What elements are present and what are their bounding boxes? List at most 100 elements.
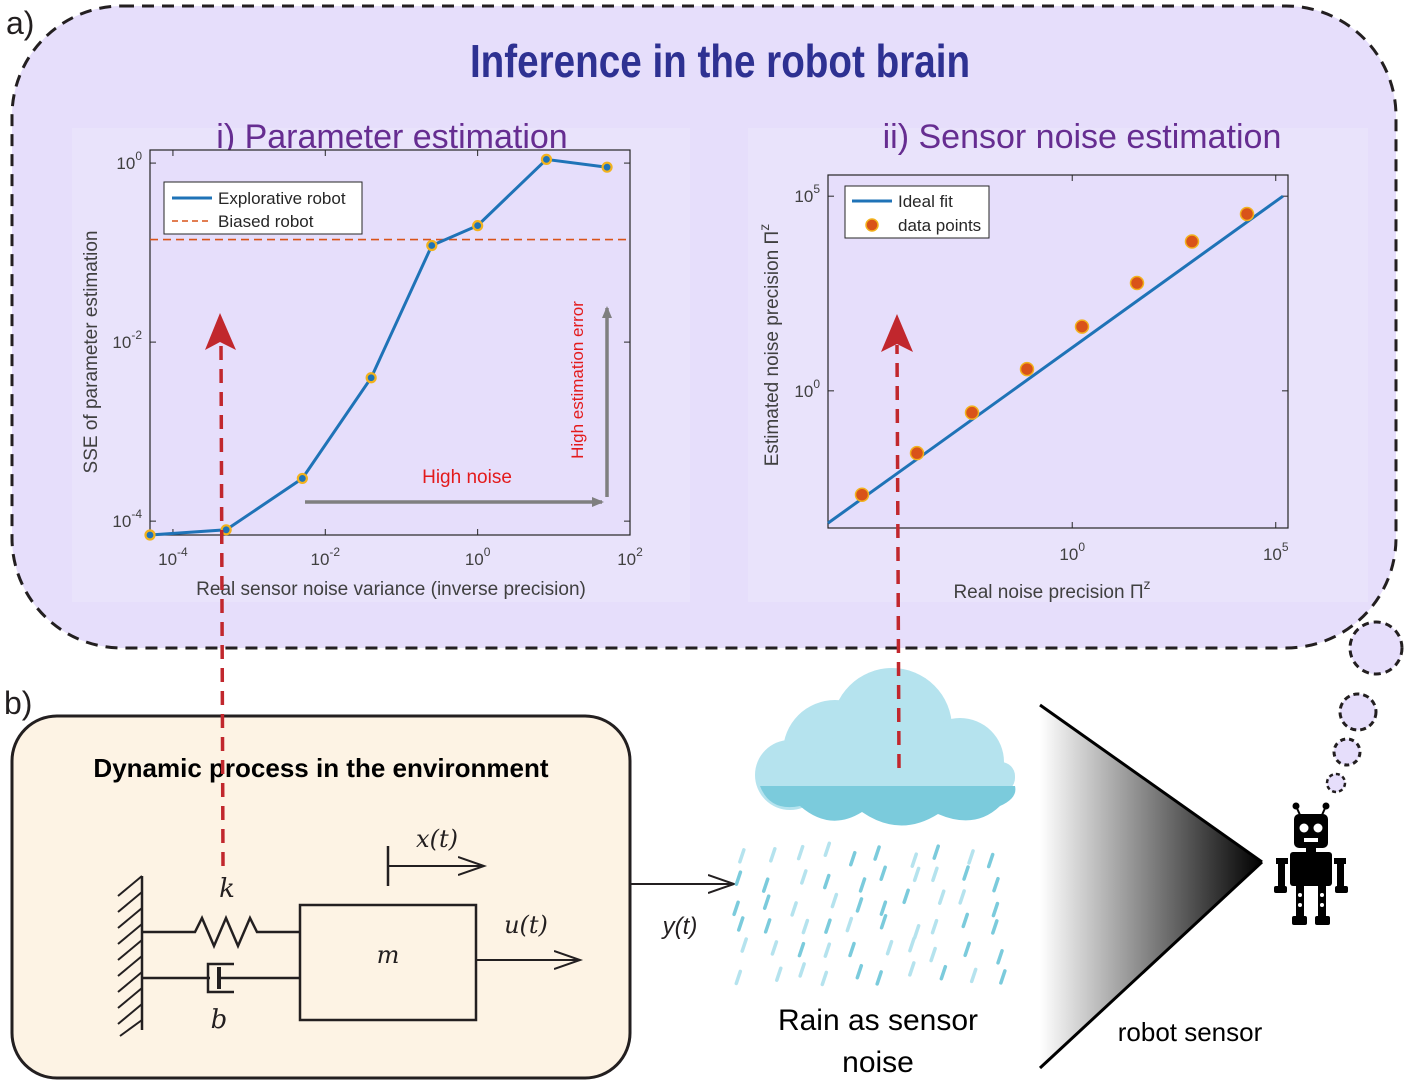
raindrop xyxy=(963,941,971,958)
raindrop xyxy=(734,870,743,886)
raindrop xyxy=(932,844,940,860)
wall-hatching xyxy=(117,875,143,1037)
chart1-legend-biased: Biased robot xyxy=(218,212,314,231)
spring xyxy=(142,914,300,950)
raindrop xyxy=(830,892,839,909)
chart1-legend-explorative: Explorative robot xyxy=(218,189,346,208)
chart2-data-point xyxy=(964,405,980,420)
chart2-data-point xyxy=(1239,206,1255,222)
chart2-y-tick-label: 100 xyxy=(794,377,820,401)
raindrop xyxy=(986,852,995,869)
raindrop xyxy=(797,941,806,958)
raindrop xyxy=(763,918,772,934)
raindrop xyxy=(996,949,1004,965)
damping-label: b xyxy=(211,1005,228,1035)
chart2-x-tick-label-exp: 0 xyxy=(1078,540,1085,554)
chart2-data-point xyxy=(909,445,925,461)
raindrop xyxy=(761,877,770,893)
chart2-series xyxy=(827,194,1284,525)
raindrop xyxy=(770,940,779,956)
raindrop xyxy=(737,916,745,932)
raindrop xyxy=(939,964,948,981)
chart2-x-tick-label: 100 xyxy=(1059,540,1085,564)
chart2-legend-swatch-points xyxy=(865,218,879,232)
chart1-data-point xyxy=(144,529,156,541)
raindrop xyxy=(823,841,832,858)
chart2-y-ticks: 100 105 xyxy=(794,182,1288,401)
chart1-high-noise-label: High noise xyxy=(422,467,512,488)
raindrop xyxy=(849,850,857,867)
chart2-data-point xyxy=(1074,319,1090,334)
raindrop xyxy=(962,865,970,881)
chart1-data-point xyxy=(365,372,377,384)
chart1-markers xyxy=(144,153,613,541)
chart1-legend: Explorative robot Biased robot xyxy=(163,181,363,235)
raindrop xyxy=(937,889,946,905)
raindrop xyxy=(845,916,854,933)
raindrop xyxy=(879,900,888,916)
raindrop xyxy=(740,937,748,953)
chart2-y-tick-label-exp: 5 xyxy=(813,182,820,196)
chart2-y-tick-label-base: 10 xyxy=(794,187,813,206)
thought-bubble-dot xyxy=(1325,772,1347,794)
chart1-y-tick-label: 10-4 xyxy=(112,507,142,531)
chart1-y-ticks: 10-4 10-2 100 xyxy=(112,149,630,531)
chart2-legend: Ideal fit data points xyxy=(844,185,990,239)
chart1-x-axis-label: Real sensor noise variance (inverse prec… xyxy=(196,579,586,600)
raindrop xyxy=(798,962,806,978)
chart1-x-tick-label: 10-4 xyxy=(158,545,188,569)
robot-icon xyxy=(1274,802,1348,925)
raindrop xyxy=(732,900,740,917)
sensor-label: robot sensor xyxy=(1118,1017,1263,1047)
main-title: Inference in the robot brain xyxy=(470,36,970,87)
chart1-y-tick-label-base: 10 xyxy=(116,154,135,173)
raindrop xyxy=(967,849,975,865)
spring-constant-label: k xyxy=(219,874,235,904)
raindrop xyxy=(912,924,921,940)
red-arrow-noise xyxy=(881,314,913,769)
raindrop xyxy=(885,939,894,956)
sensor-cone xyxy=(1040,705,1262,1068)
chart2-x-axis-label-text: Real noise precision Π xyxy=(953,582,1143,603)
chart2-ideal-fit-line xyxy=(827,194,1284,525)
chart2-data-point xyxy=(1019,361,1035,377)
raindrop xyxy=(796,844,805,861)
chart1-x-tick-label-base: 10 xyxy=(617,550,636,569)
raindrop xyxy=(929,946,937,963)
chart1-y-tick-label: 10-2 xyxy=(112,328,142,352)
rain-label-line1: Rain as sensor xyxy=(778,1004,978,1037)
chart2-data-point xyxy=(854,487,870,502)
chart1-x-tick-label: 102 xyxy=(617,545,643,569)
chart2-y-axis-label-text: Estimated noise precision Π xyxy=(762,231,783,467)
chart1-high-error-label: High estimation error xyxy=(568,301,587,459)
mass-label: m xyxy=(377,941,400,969)
chart1-x-tick-label-exp: 2 xyxy=(636,545,643,559)
raindrop xyxy=(969,967,978,984)
input-label: u(t) xyxy=(504,911,548,939)
chart1-x-tick-label-exp: 0 xyxy=(484,545,491,559)
raindrop xyxy=(912,866,921,883)
chart1-data-point xyxy=(220,524,232,536)
mass-block xyxy=(298,903,478,1022)
chart1-x-tick-label-base: 10 xyxy=(158,550,177,569)
raindrop xyxy=(991,919,999,935)
raindrop xyxy=(801,918,810,935)
chart1-x-tick-label-exp: -2 xyxy=(329,545,340,559)
chart1-explorative-robot-line xyxy=(149,157,608,537)
raindrop xyxy=(775,966,783,982)
raindrop xyxy=(823,942,832,958)
thought-bubble-dot xyxy=(1338,692,1378,732)
mass-spring-damper xyxy=(117,846,580,1037)
chart1-x-tick-label: 10-2 xyxy=(310,545,340,569)
raindrop xyxy=(958,889,966,905)
rain-cloud-icon xyxy=(755,668,1016,826)
raindrop xyxy=(992,876,1000,893)
chart1-data-point xyxy=(296,472,308,485)
chart1-y-tick-label-exp: 0 xyxy=(135,149,142,163)
raindrop xyxy=(858,877,867,893)
chart2-x-tick-label-base: 10 xyxy=(1059,545,1078,564)
environment-title: Dynamic process in the environment xyxy=(93,753,548,783)
chart1-x-tick-label-base: 10 xyxy=(465,550,484,569)
